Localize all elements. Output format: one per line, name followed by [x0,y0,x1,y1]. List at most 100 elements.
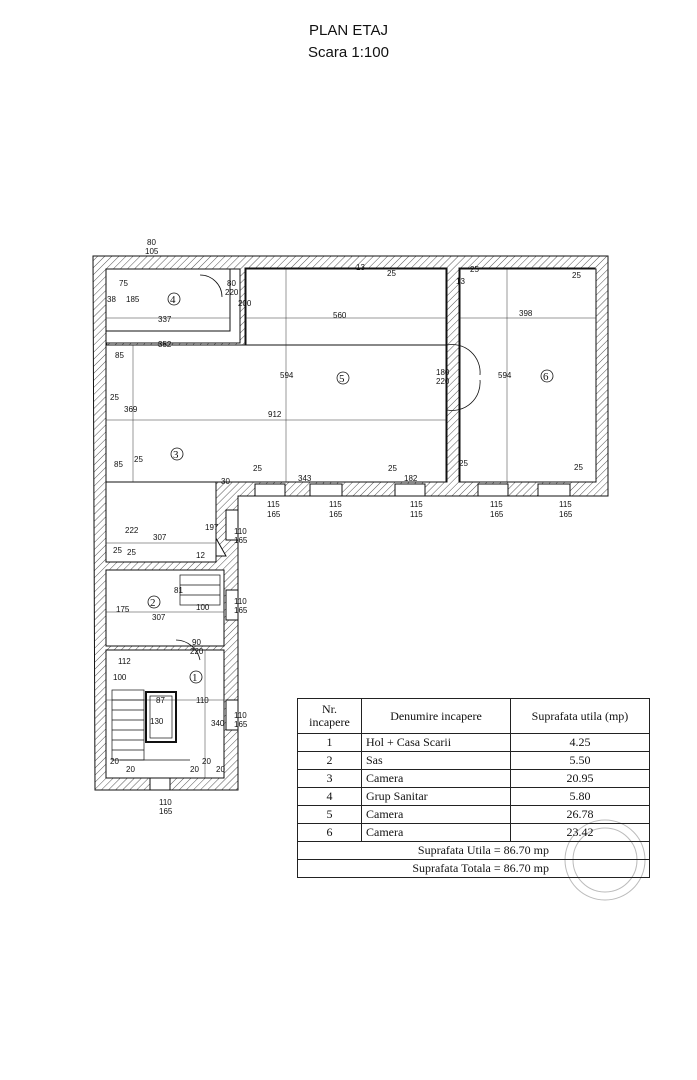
dim-label: 165 [234,606,248,615]
dim-label: 594 [498,371,512,380]
dim-label: 220 [190,647,204,656]
window-label: 115 [267,500,280,509]
dim-label: 25 [470,265,479,274]
dim-label: 20 [216,765,225,774]
room-area: 23.42 [510,823,650,842]
dim-label: 13 [456,277,465,286]
window-label: 165 [559,510,573,519]
dimension-lines [106,269,596,778]
table-row: 6 Camera 23.42 [297,823,650,842]
window-label: 165 [329,510,343,519]
dim-label: 20 [110,757,119,766]
dim-label: 80 [227,279,236,288]
dim-label: 80 [147,238,156,247]
window-label: 165 [267,510,281,519]
dim-label: 110 [234,527,247,536]
dim-label: 90 [192,638,201,647]
table-row: 1 Hol + Casa Scarii 4.25 [297,733,650,752]
dim-label: 112 [118,657,131,666]
dim-label: 182 [404,474,418,483]
room-name: Camera [361,823,511,842]
col-header-nr: Nr. incapere [297,698,362,734]
window-label: 165 [490,510,504,519]
dim-label: 25 [459,459,468,468]
table-row: 3 Camera 20.95 [297,769,650,788]
dimension-labels: 80 105 75 38 185 337 80 220 200 13 25 56… [107,238,583,816]
dim-label: 100 [196,603,210,612]
dim-label: 100 [113,673,127,682]
dim-label: 175 [116,605,130,614]
dim-label: 220 [225,288,239,297]
usable-area-row: Suprafata Utila = 86.70 mp [297,841,650,860]
dim-label: 75 [119,279,128,288]
room-number-5: 5 [339,373,345,385]
dim-label: 220 [436,377,450,386]
dim-label: 25 [113,546,122,555]
plan-scale: Scara 1:100 [308,44,389,61]
dim-label: 25 [572,271,581,280]
table-row: 2 Sas 5.50 [297,751,650,770]
windows [149,483,571,791]
room-name: Camera [361,805,511,824]
dim-label: 594 [280,371,294,380]
room-area: 5.50 [510,751,650,770]
dim-label: 398 [519,309,533,318]
room-name: Hol + Casa Scarii [361,733,511,752]
dim-label: 369 [124,405,138,414]
dim-label: 560 [333,311,347,320]
room-area: 5.80 [510,787,650,806]
window-label: 115 [410,510,423,519]
dim-label: 197 [205,523,219,532]
window-label: 115 [329,500,342,509]
table-row: 5 Camera 26.78 [297,805,650,824]
room-labels [147,292,554,684]
total-area-value: 86.70 mp [503,861,549,875]
col-header-area: Suprafata utila (mp) [510,698,650,734]
room-area: 20.95 [510,769,650,788]
room-nr: 5 [297,805,362,824]
dim-label: 340 [211,719,225,728]
rooms-table: Nr. incapere Denumire incapere Suprafata… [297,698,650,878]
dim-label: 110 [234,711,247,720]
window-label: 115 [559,500,572,509]
dim-label: 12 [196,551,205,560]
room-name: Camera [361,769,511,788]
room-number-2: 2 [150,597,156,609]
room-voids [105,268,597,779]
window-label: 115 [410,500,423,509]
dim-label: 81 [174,586,183,595]
dim-label: 85 [114,460,123,469]
dim-label: 25 [127,548,136,557]
total-area-row: Suprafata Totala = 86.70 mp [297,859,650,878]
doors [175,274,481,661]
window-label: 115 [490,500,503,509]
dim-label: 85 [115,351,124,360]
dim-label: 20 [126,765,135,774]
usable-area-label: Suprafata Utila = [417,843,501,857]
room-number-4: 4 [170,294,176,306]
col-header-name: Denumire incapere [361,698,511,734]
staircase [111,574,221,761]
room-nr: 3 [297,769,362,788]
dim-label: 337 [158,315,172,324]
dim-label: 110 [159,798,172,807]
dim-label: 307 [153,533,167,542]
room-area: 4.25 [510,733,650,752]
room-number-3: 3 [173,449,179,461]
usable-area-value: 86.70 mp [503,843,549,857]
dim-label: 38 [107,295,116,304]
dim-label: 185 [126,295,140,304]
dim-label: 180 [436,368,450,377]
dim-label: 25 [387,269,396,278]
room-number-6: 6 [543,371,549,383]
dim-label: 343 [298,474,312,483]
room-nr: 4 [297,787,362,806]
room-nr: 2 [297,751,362,770]
dim-label: 110 [196,696,209,705]
dim-label: 165 [234,536,248,545]
dim-label: 200 [238,299,252,308]
dim-label: 87 [156,696,165,705]
dim-label: 25 [253,464,262,473]
dim-label: 352 [158,340,172,349]
